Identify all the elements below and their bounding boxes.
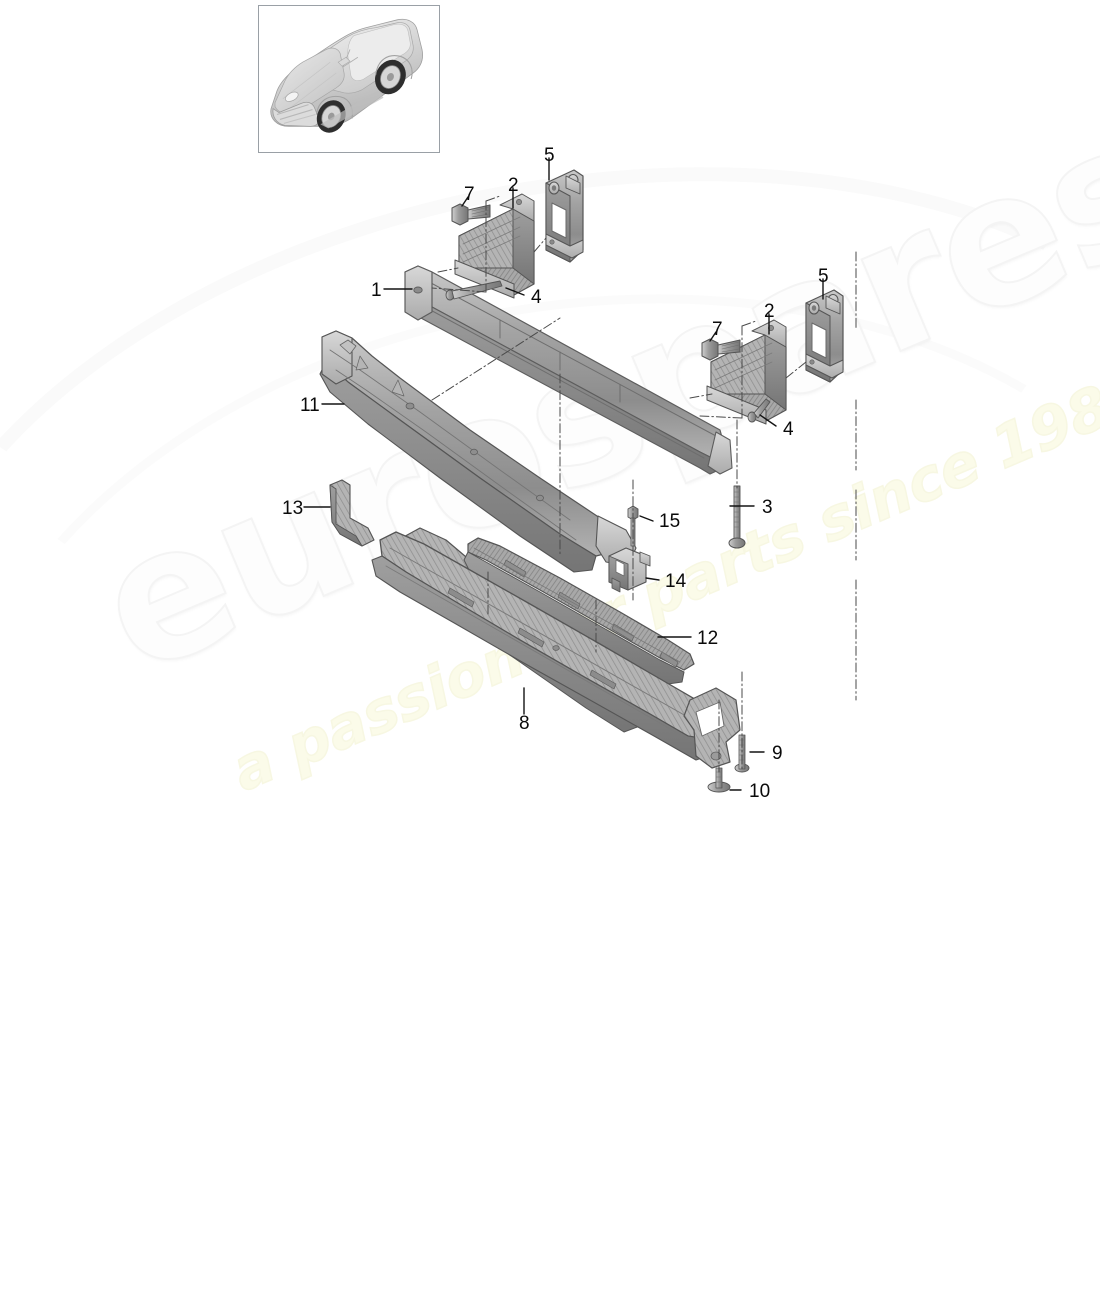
part-8-lower-spoiler-panel [371,531,741,769]
callout-label-7-left[interactable]: 7 [464,184,475,205]
callout-label-2-right[interactable]: 2 [764,301,775,322]
part-5-mounting-bracket-left [545,169,584,263]
part-7-hex-flange-bolt-right [701,338,741,361]
part-12-lower-cross-member [463,537,695,685]
callout-label-11[interactable]: 11 [300,395,320,416]
part-4-rivet-left [445,280,503,301]
callout-label-12[interactable]: 12 [697,628,719,649]
part-13-support-bracket [329,479,375,547]
part-2-deformation-element-left [454,193,535,299]
callout-label-15[interactable]: 15 [659,511,681,532]
callout-label-13[interactable]: 13 [282,498,304,519]
callout-label-2-left[interactable]: 2 [508,175,519,196]
part-3-long-hexagon-bolt [728,485,746,549]
callout-label-14[interactable]: 14 [665,571,687,592]
callout-label-10[interactable]: 10 [749,781,771,802]
callout-label-4-right[interactable]: 4 [783,419,794,440]
callout-label-9[interactable]: 9 [772,743,783,764]
part-1-bumper-carrier-beam [404,265,733,475]
parts-diagram-canvas: eurospares a passion for parts since 198… [0,5,1100,1314]
vehicle-illustration-svg [270,18,423,133]
callout-label-5-left[interactable]: 5 [544,145,555,166]
callout-label-5-right[interactable]: 5 [818,266,829,287]
vehicle-thumbnail [258,5,440,153]
part-7-hex-flange-bolt-left [451,203,491,226]
callout-label-7-right[interactable]: 7 [712,319,723,340]
assembly-axis-lines [431,195,857,773]
exploded-parts-svg [303,157,857,793]
part-5-mounting-bracket-right [805,289,844,383]
callout-leader-lines [303,157,824,791]
callout-label-1[interactable]: 1 [371,280,382,301]
callout-label-8[interactable]: 8 [519,713,530,734]
part-14-retaining-clip [608,547,651,593]
part-4-rivet-right [747,398,771,423]
part-10-plastic-rivet [707,767,731,793]
callout-label-4-left[interactable]: 4 [531,287,542,308]
callout-label-3[interactable]: 3 [762,497,773,518]
part-11-upper-cross-member [319,330,637,573]
